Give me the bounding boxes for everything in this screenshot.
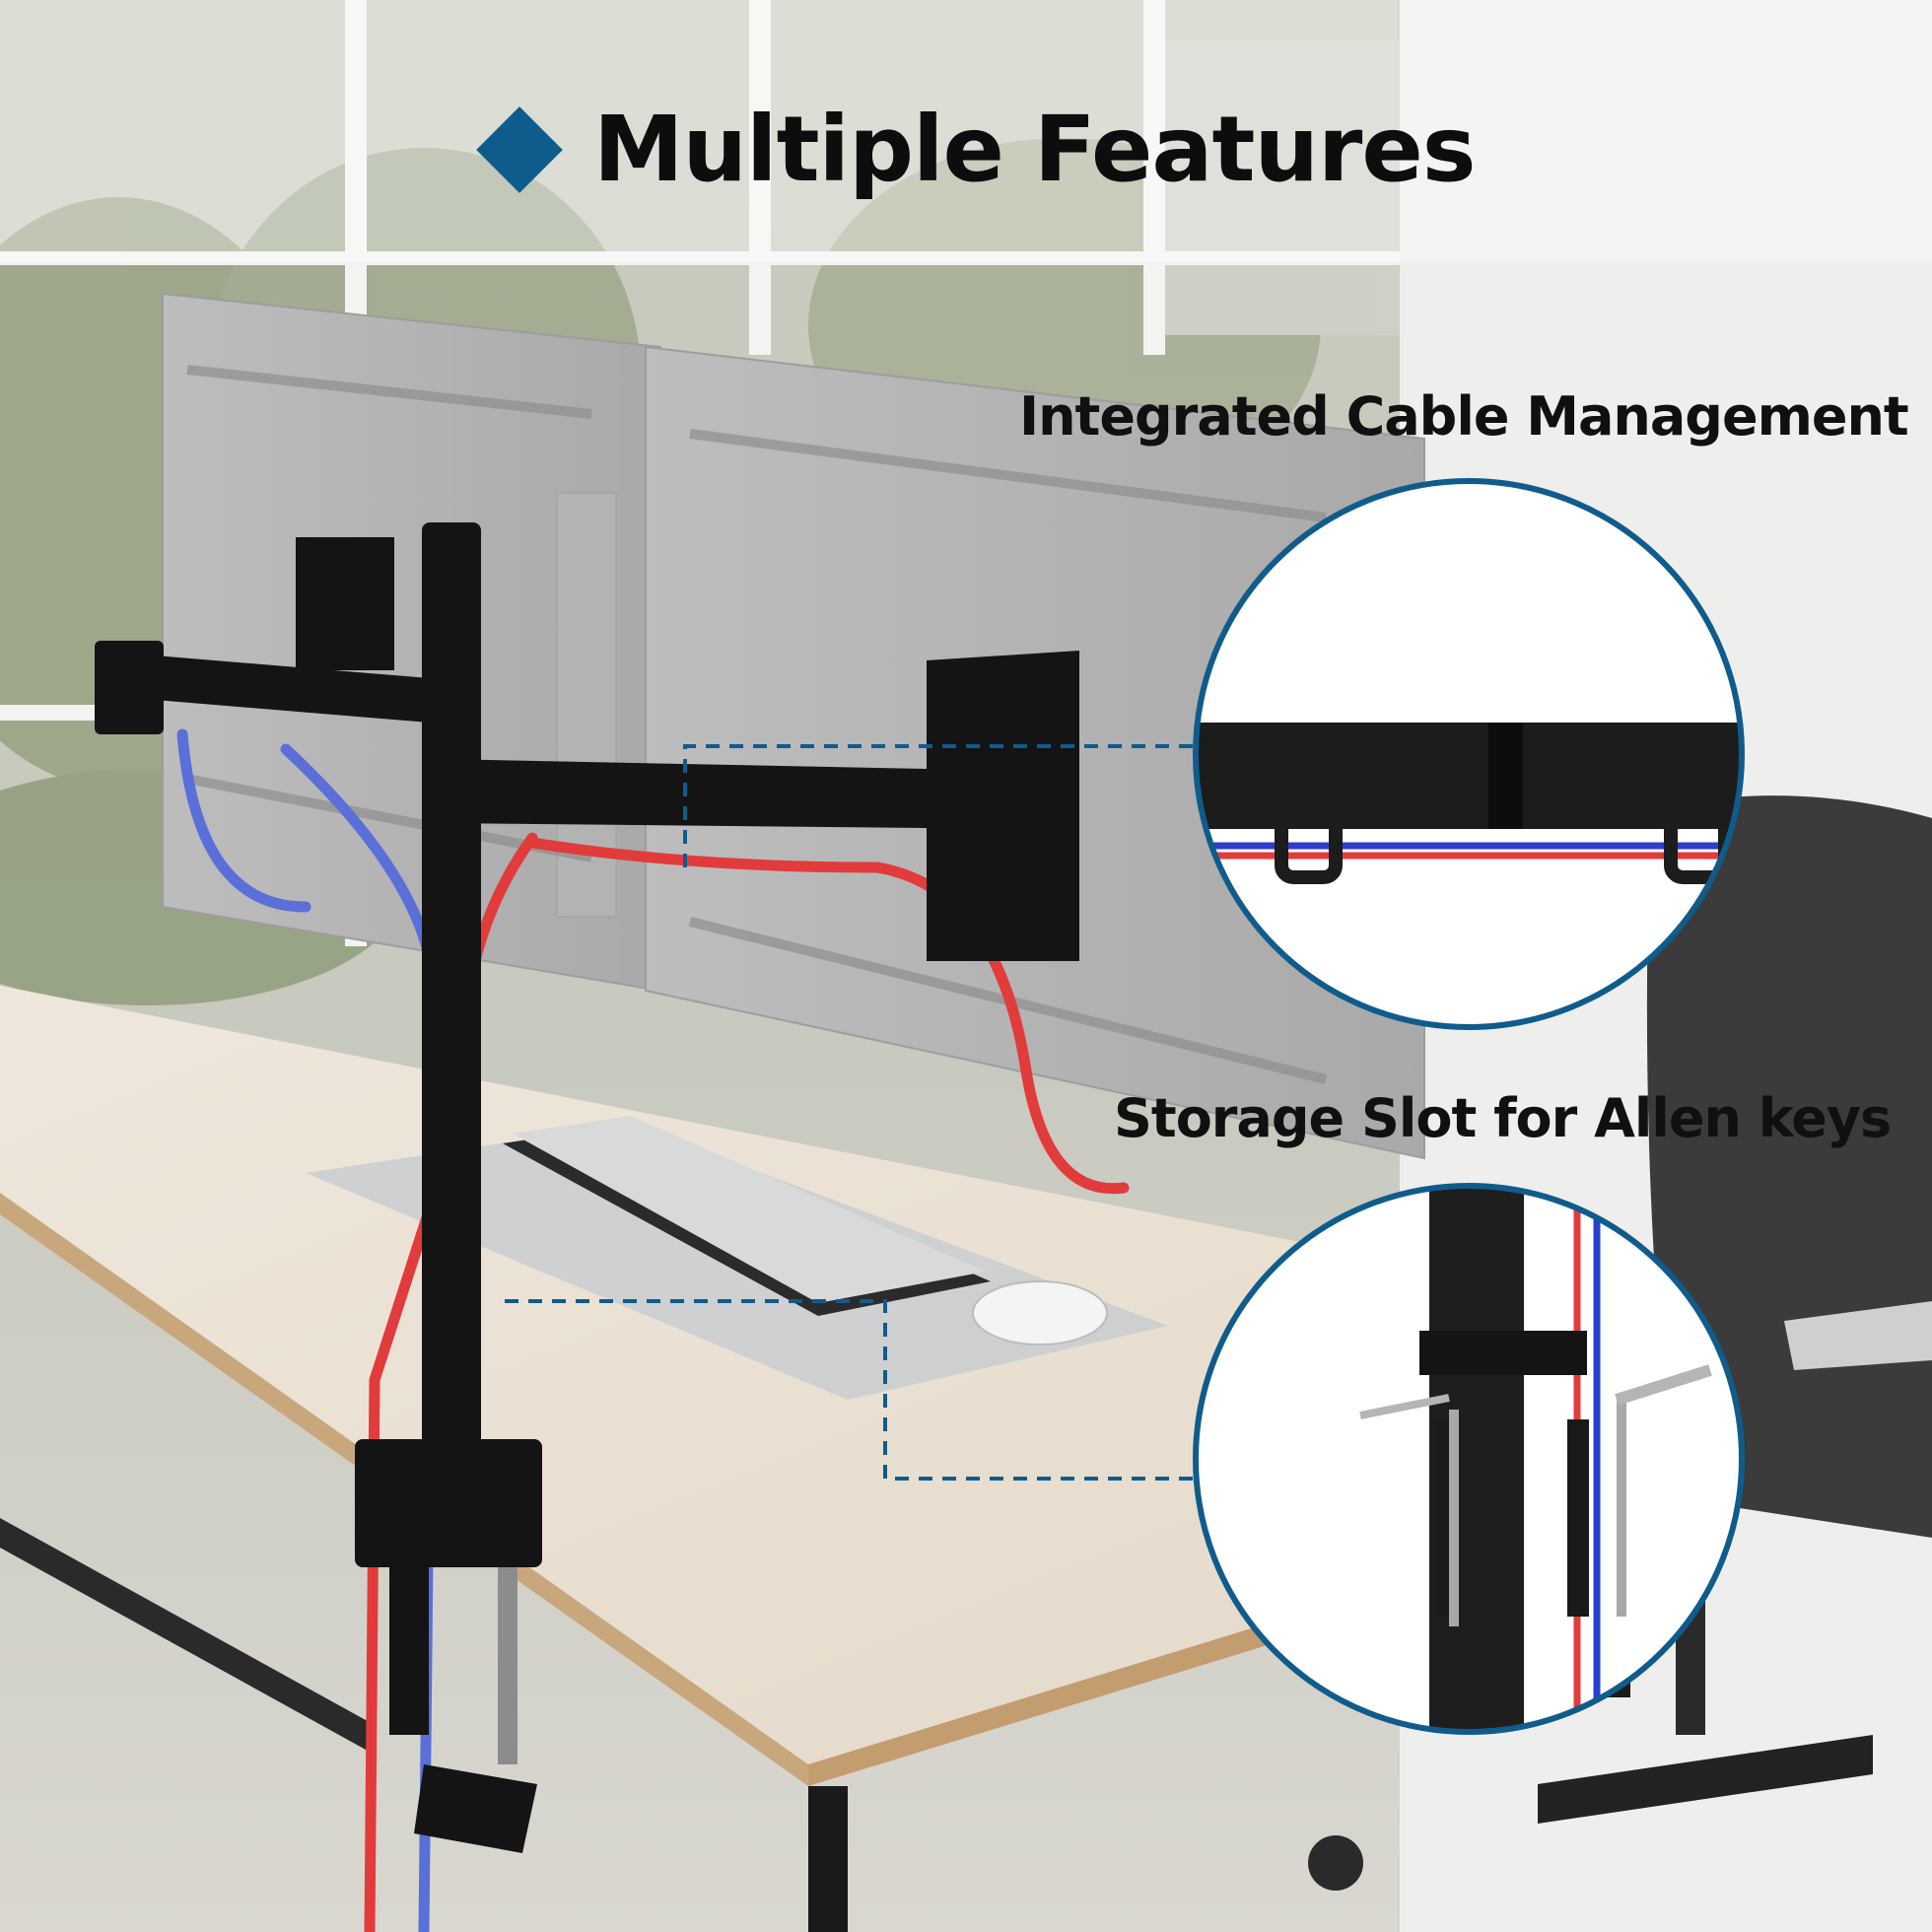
keyboard <box>503 1116 991 1316</box>
feature-label-cable-management: Integrated Cable Management <box>1019 385 1909 448</box>
allen-key-storage-callout <box>1193 1183 1745 1735</box>
diamond-icon <box>476 106 563 193</box>
header: Multiple Features <box>476 91 1477 209</box>
page-title: Multiple Features <box>593 97 1477 202</box>
cable-management-callout <box>1193 478 1745 1030</box>
monitor-mount <box>95 522 1079 1853</box>
feature-label-allen-key-storage: Storage Slot for Allen keys <box>1114 1087 1892 1149</box>
callout-leaders <box>505 744 1222 1481</box>
mouse <box>972 1280 1108 1346</box>
